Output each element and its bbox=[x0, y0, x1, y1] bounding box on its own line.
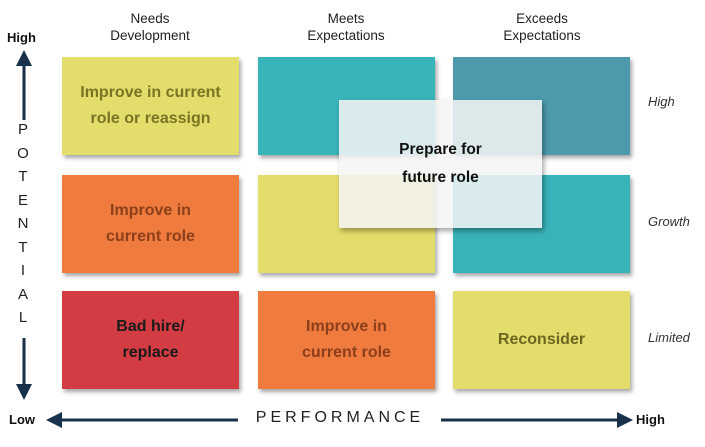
column-header-line2: Expectations bbox=[503, 28, 581, 43]
potential-letter: L bbox=[18, 309, 28, 326]
overlay-prepare-future-role: Prepare for future role bbox=[339, 100, 542, 228]
column-header-line2: Development bbox=[110, 28, 190, 43]
potential-axis-arrow-down-icon bbox=[16, 338, 32, 400]
column-header-line1: Needs bbox=[130, 11, 170, 26]
column-header-needs-development: Needs Development bbox=[61, 10, 239, 44]
potential-letter: T bbox=[18, 168, 28, 185]
cell-label-line1: Reconsider bbox=[497, 331, 586, 348]
cell-label-line2: role or reassign bbox=[90, 110, 211, 127]
cell-growth-needs-development: Improve in current role bbox=[62, 175, 239, 273]
row-label-limited: Limited bbox=[648, 330, 690, 345]
potential-letter: P bbox=[17, 121, 28, 138]
potential-letter: N bbox=[17, 215, 29, 232]
column-header-exceeds-expectations: Exceeds Expectations bbox=[453, 10, 631, 44]
potential-letter: O bbox=[17, 144, 29, 162]
cell-label-line1: Improve in bbox=[110, 202, 191, 219]
column-header-line1: Exceeds bbox=[516, 11, 568, 26]
overlay-line2: future role bbox=[402, 169, 479, 186]
cell-label-line1: Bad hire/ bbox=[116, 318, 185, 335]
cell-label-line2: current role bbox=[302, 344, 391, 361]
column-header-meets-expectations: Meets Expectations bbox=[257, 10, 435, 44]
column-header-line1: Meets bbox=[327, 11, 365, 26]
potential-letter: A bbox=[17, 285, 28, 303]
potential-axis-arrow-up-icon bbox=[16, 50, 32, 120]
performance-axis-high-label: High bbox=[636, 412, 665, 427]
potential-axis-high-label: High bbox=[7, 30, 36, 45]
overlay-line1: Prepare for bbox=[399, 141, 482, 158]
row-label-high: High bbox=[648, 94, 675, 109]
cell-label-line2: current role bbox=[106, 228, 195, 245]
potential-letter: I bbox=[20, 262, 26, 279]
cell-label-line1: Improve in bbox=[306, 318, 387, 335]
cell-label-line1: Improve in current bbox=[80, 84, 221, 101]
cell-limited-needs-development: Bad hire/replace bbox=[62, 291, 239, 389]
potential-letter: E bbox=[17, 191, 28, 209]
performance-axis-arrow-left-icon bbox=[46, 412, 238, 428]
cell-limited-meets-expectations: Improve in current role bbox=[258, 291, 435, 389]
row-label-growth: Growth bbox=[648, 214, 690, 229]
potential-letter: T bbox=[18, 238, 28, 256]
column-header-line2: Expectations bbox=[307, 28, 385, 43]
performance-axis-arrow-right-icon bbox=[441, 412, 633, 428]
cell-high-needs-development: Improve in current role or reassign bbox=[62, 57, 239, 155]
cell-limited-exceeds-expectations: Reconsider bbox=[453, 291, 630, 389]
performance-axis-label: PERFORMANCE bbox=[255, 409, 425, 426]
cell-label-line2: replace bbox=[122, 344, 179, 361]
potential-axis-label: P O T E N T I A L bbox=[8, 118, 38, 330]
performance-axis-low-label: Low bbox=[9, 412, 35, 427]
